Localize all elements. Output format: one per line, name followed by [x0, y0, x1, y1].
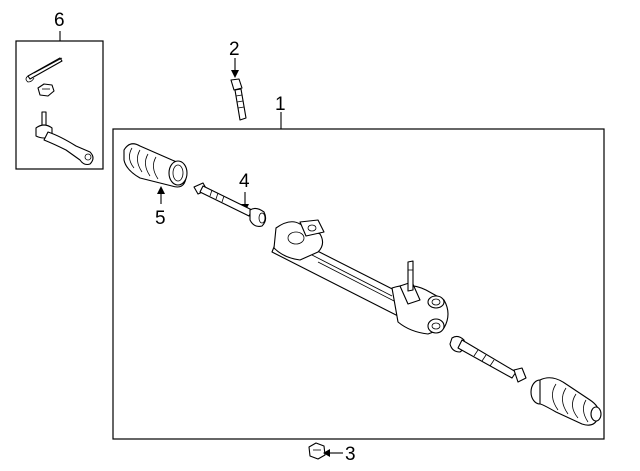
callout-4[interactable]: 4 — [239, 171, 250, 192]
cotter-pin-icon[interactable] — [25, 57, 63, 83]
inner-tie-rod-icon[interactable] — [193, 182, 267, 227]
tie-rod-end-icon[interactable] — [35, 111, 94, 166]
bolt-icon[interactable] — [230, 78, 247, 121]
castle-nut-icon[interactable] — [37, 83, 55, 97]
nut-icon[interactable] — [308, 442, 326, 460]
callout-1[interactable]: 1 — [275, 94, 286, 115]
callout-5[interactable]: 5 — [155, 208, 166, 229]
callout-2[interactable]: 2 — [229, 39, 240, 60]
callout-6[interactable]: 6 — [54, 10, 65, 31]
right-rack-boot-icon[interactable] — [530, 377, 602, 426]
steering-rack-icon[interactable] — [271, 219, 449, 335]
rack-boot-icon[interactable] — [123, 143, 188, 188]
right-inner-tie-rod-icon[interactable] — [449, 335, 527, 383]
assembly-frame — [112, 128, 605, 440]
callout-3[interactable]: 3 — [345, 444, 356, 465]
